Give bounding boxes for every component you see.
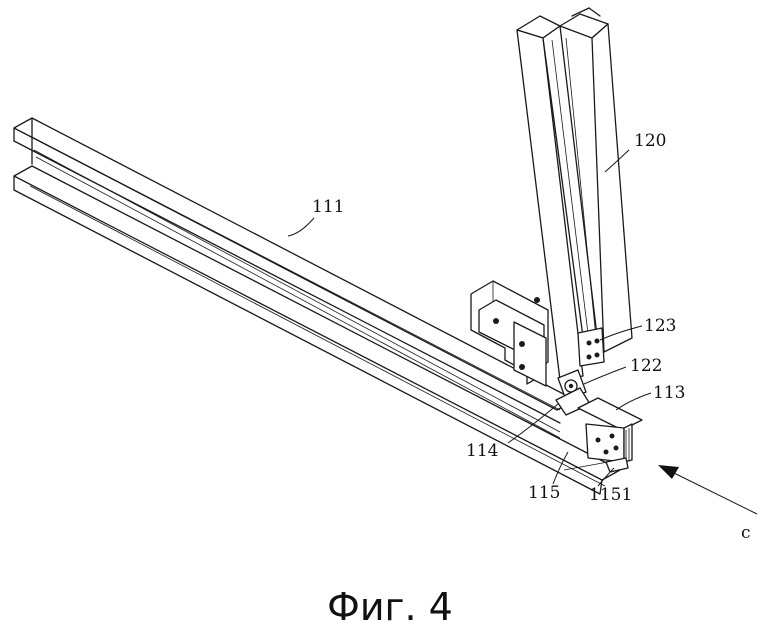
label-114: 114 [466, 441, 498, 461]
label-122: 122 [630, 356, 662, 376]
label-115: 115 [528, 483, 560, 503]
view-arrow-c [658, 465, 757, 514]
label-123: 123 [644, 316, 676, 336]
label-c: c [741, 523, 751, 543]
label-113: 113 [653, 383, 685, 403]
figure-caption: Фиг. 4 [327, 585, 453, 629]
label-120: 120 [634, 131, 666, 151]
label-1151: 1151 [589, 485, 632, 505]
label-111: 111 [312, 197, 344, 217]
